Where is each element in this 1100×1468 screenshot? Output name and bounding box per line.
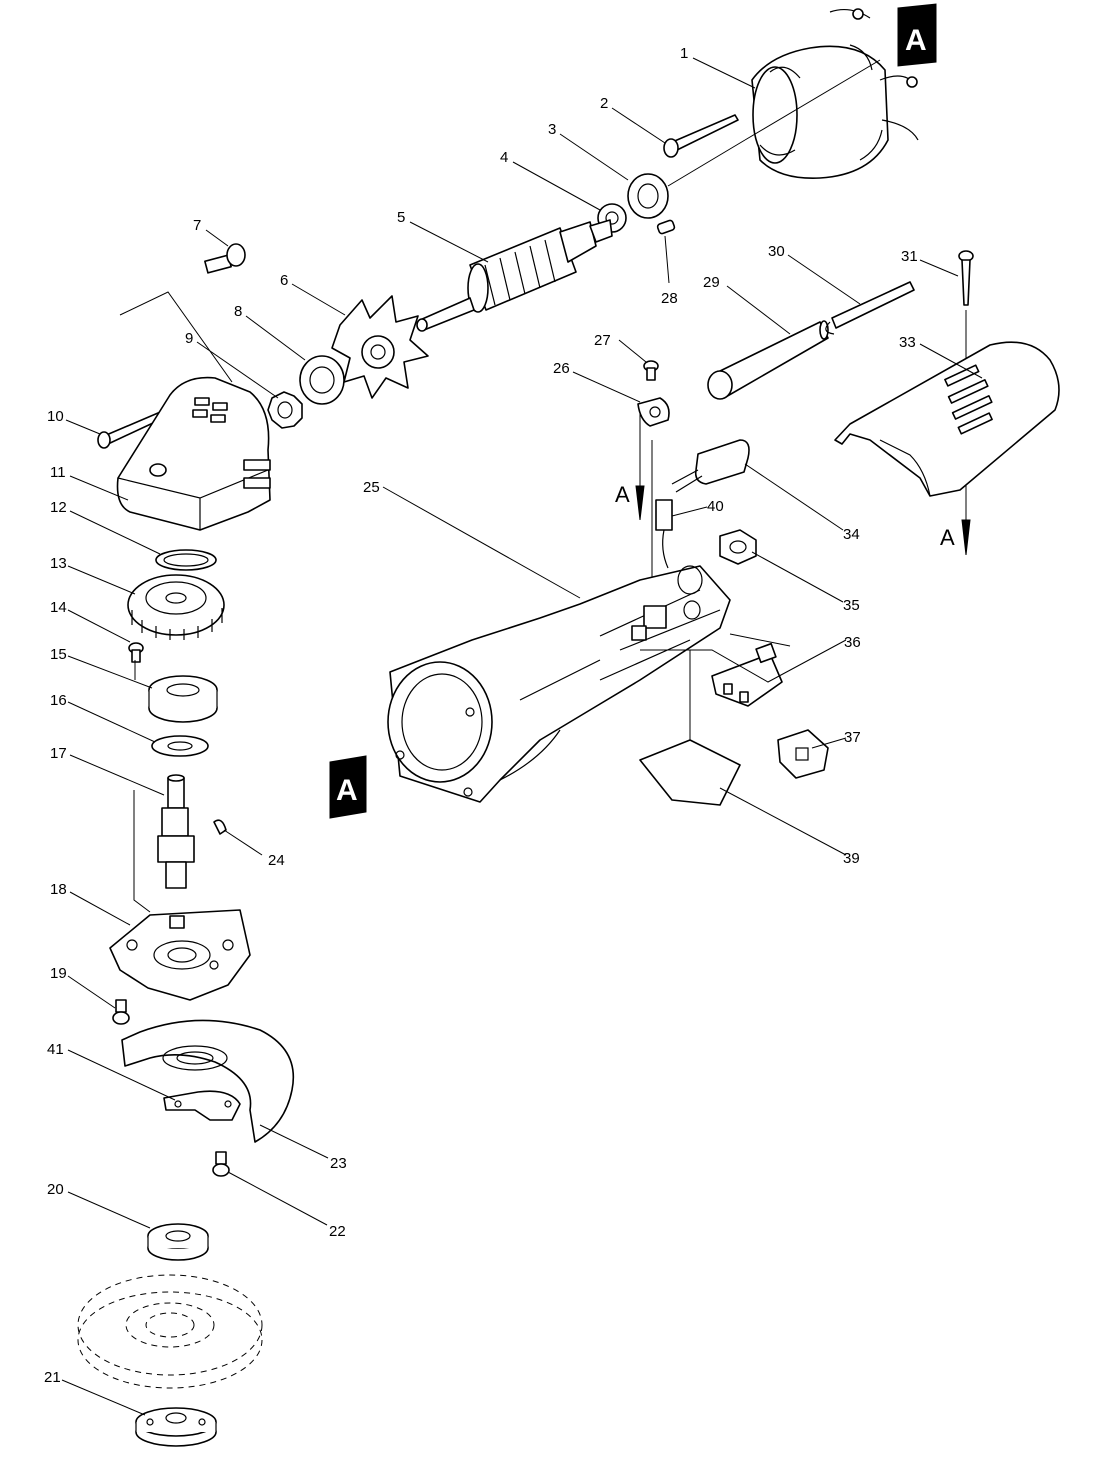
callout-1: 1	[680, 45, 688, 62]
part-6-fan	[331, 295, 429, 399]
part-16-washer	[151, 735, 209, 757]
callout-33: 33	[899, 334, 916, 351]
callout-22: 22	[329, 1223, 346, 1240]
callout-25: 25	[363, 479, 380, 496]
part-35-hex-nut	[719, 529, 757, 565]
part-18-bearing-box	[109, 909, 251, 1001]
part-29-strain-relief	[707, 320, 829, 400]
part-8-bearing	[299, 355, 345, 405]
callout-19: 19	[50, 965, 67, 982]
part-40-terminal	[655, 499, 673, 569]
part-3-bearing	[627, 173, 669, 219]
part-2-screw	[663, 114, 739, 158]
part-20-inner-flange	[147, 1223, 209, 1261]
part-34-noise-suppressor	[671, 439, 750, 493]
callout-26: 26	[553, 360, 570, 377]
callout-34: 34	[843, 526, 860, 543]
arrow-marker-a-left-label: A	[615, 482, 630, 507]
callout-35: 35	[843, 597, 860, 614]
callout-10: 10	[47, 408, 64, 425]
callout-30: 30	[768, 243, 785, 260]
callout-13: 13	[50, 555, 67, 572]
part-31-screw	[958, 250, 974, 306]
callout-31: 31	[901, 248, 918, 265]
callout-4: 4	[500, 149, 508, 166]
callout-5: 5	[397, 209, 405, 226]
part-22-screw	[212, 1151, 230, 1177]
callout-6: 6	[280, 272, 288, 289]
part-19-screw	[112, 999, 130, 1025]
part-7-bolt	[204, 243, 246, 274]
callout-17: 17	[50, 745, 67, 762]
part-33-rear-cover	[834, 341, 1060, 497]
part-23-wheel-guard	[121, 1019, 294, 1143]
callout-41: 41	[47, 1041, 64, 1058]
part-13-bevel-gear	[127, 574, 225, 640]
callout-2: 2	[600, 95, 608, 112]
part-41-clamp	[163, 1090, 241, 1121]
part-36-switch	[711, 642, 783, 707]
part-30-cord	[825, 281, 915, 335]
callout-3: 3	[548, 121, 556, 138]
part-1-field	[751, 8, 919, 179]
part-5-armature	[416, 219, 613, 332]
callout-40: 40	[707, 498, 724, 515]
callout-11: 11	[50, 464, 66, 481]
part-17-spindle	[157, 774, 195, 889]
part-25-motor-housing	[387, 565, 731, 803]
callout-37: 37	[844, 729, 861, 746]
callout-14: 14	[50, 599, 67, 616]
section-marker-housing-label: A	[336, 774, 358, 807]
callout-18: 18	[50, 881, 67, 898]
part-11-gear-housing	[116, 376, 271, 531]
callout-28: 28	[661, 290, 678, 307]
callout-9: 9	[185, 330, 193, 347]
callout-24: 24	[268, 852, 285, 869]
arrow-marker-a-left: A	[615, 482, 645, 521]
part-9-pinion	[267, 391, 303, 429]
callout-8: 8	[234, 303, 242, 320]
grinding-wheel-outline	[77, 1274, 263, 1389]
arrow-marker-a-right: A	[940, 519, 971, 556]
section-marker-top-label: A	[905, 24, 927, 57]
callout-23: 23	[330, 1155, 347, 1172]
part-26-cord-clamp	[637, 397, 670, 427]
part-24-key	[213, 819, 227, 835]
part-21-lock-nut	[135, 1407, 217, 1447]
callout-20: 20	[47, 1181, 64, 1198]
callout-21: 21	[44, 1369, 61, 1386]
part-37-switch-lever	[777, 729, 829, 779]
callout-36: 36	[844, 634, 861, 651]
part-28-pin	[656, 219, 676, 235]
callout-16: 16	[50, 692, 67, 709]
callout-27: 27	[594, 332, 611, 349]
callout-29: 29	[703, 274, 720, 291]
part-39-label	[639, 739, 741, 806]
part-27-screw	[643, 360, 659, 381]
callout-12: 12	[50, 499, 67, 516]
part-12-retaining-ring	[155, 549, 217, 571]
leader-lines	[61, 57, 983, 1416]
section-marker-top: A	[897, 3, 937, 67]
part-15-bearing	[148, 675, 218, 723]
callout-15: 15	[50, 646, 67, 663]
arrow-marker-a-right-label: A	[940, 525, 955, 550]
section-marker-housing: A	[329, 755, 367, 819]
callout-numbers: 1 2 3 4 5 6 7 8 9 10 11 12 13 14 15 16 1…	[44, 45, 918, 1386]
callout-7: 7	[193, 217, 201, 234]
callout-39: 39	[843, 850, 860, 867]
part-14-screw	[128, 642, 144, 663]
